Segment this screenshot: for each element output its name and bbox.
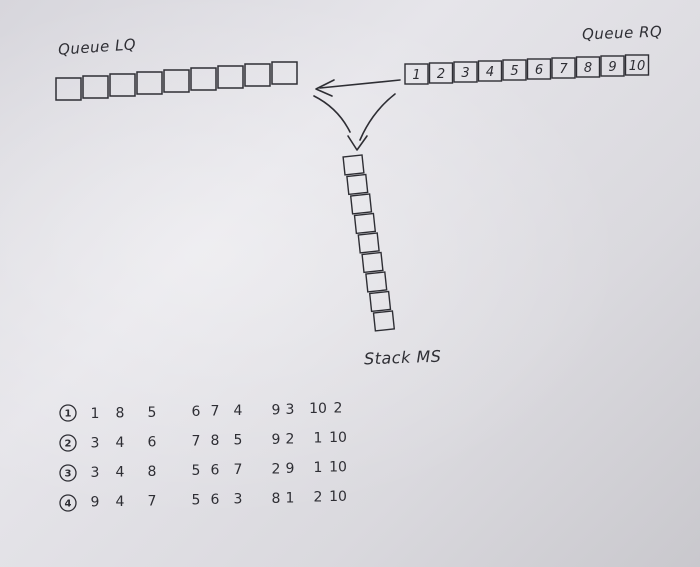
sequence-value: 6 [192, 404, 201, 420]
ms-cell [372, 310, 396, 332]
sequence-value: 9 [272, 432, 281, 448]
sequence-value: 2 [286, 431, 295, 447]
ms-cell [346, 173, 369, 196]
lq-cell [190, 67, 217, 91]
sequence-value: 6 [148, 434, 157, 450]
sequence-value: 8 [116, 405, 125, 421]
sequence-value: 1 [314, 460, 323, 476]
sequence-value: 10 [309, 401, 327, 417]
row-number-circle [59, 494, 77, 512]
ms-cell [368, 290, 392, 313]
sequence-value: 1 [286, 490, 295, 506]
sequence-value: 10 [329, 489, 347, 505]
rq-cell [453, 61, 478, 83]
rq-cell-label: 2 [437, 67, 445, 82]
queue-lq [55, 61, 298, 101]
lq-cell [55, 77, 82, 101]
sequence-value: 9 [91, 495, 100, 511]
lq-cell [217, 65, 244, 89]
sequence-value: 2 [334, 401, 343, 417]
sequence-value: 3 [91, 465, 100, 481]
sequence-value: 7 [148, 493, 157, 509]
stack-ms [342, 154, 396, 332]
rq-cell [526, 58, 552, 80]
ms-cell [353, 212, 377, 235]
rq-cell [428, 62, 454, 84]
row-number: 2 [65, 439, 72, 450]
rq-cell [600, 55, 625, 77]
branch-right [359, 93, 396, 141]
sequence-value: 9 [286, 461, 295, 477]
sequence-value: 4 [116, 494, 125, 510]
sequence-value: 8 [148, 464, 157, 480]
sequence-value: 2 [314, 490, 323, 506]
row-number: 1 [65, 409, 72, 420]
lq-cell [82, 75, 109, 99]
row-number-circle [59, 464, 77, 482]
sequence-value: 7 [192, 434, 201, 450]
lq-cell [136, 71, 163, 95]
sequence-value: 3 [91, 436, 100, 452]
sequence-value: 6 [211, 492, 220, 508]
sequence-value: 9 [272, 402, 281, 418]
ms-cell [361, 251, 384, 274]
row-number: 3 [65, 469, 72, 480]
rq-cell [404, 63, 429, 85]
rq-cell-label: 9 [608, 60, 616, 75]
lq-cell [244, 63, 271, 87]
rq-cell-label: 10 [629, 59, 646, 74]
rq-cell-label: 8 [584, 61, 592, 76]
ms-cell [342, 154, 365, 176]
sequence-value: 2 [272, 461, 281, 477]
rq-cell-label: 4 [486, 65, 494, 80]
sequence-value: 5 [234, 433, 243, 449]
rq-cell [624, 54, 650, 76]
ms-cell [357, 232, 380, 254]
sequence-value: 7 [234, 462, 243, 478]
row-number-circle [59, 404, 77, 422]
sequence-value: 4 [234, 403, 243, 419]
arrow-rq-to-lq [319, 79, 401, 89]
branch-left [313, 95, 351, 133]
lq-cell [163, 69, 190, 93]
sequence-value: 10 [329, 430, 347, 446]
sequence-value: 7 [211, 404, 220, 420]
sequence-value: 3 [234, 492, 243, 508]
rq-cell-label: 1 [412, 68, 420, 83]
rq-cell-label: 5 [510, 64, 518, 79]
sequence-value: 1 [91, 406, 100, 422]
sequence-value: 5 [192, 493, 201, 509]
row-number: 4 [65, 499, 72, 510]
rq-cell [502, 59, 527, 81]
rq-cell [551, 57, 576, 79]
sequence-value: 5 [192, 463, 201, 479]
arrow-head-ms [347, 135, 368, 151]
rq-cell [477, 60, 503, 82]
rq-cell-label: 7 [559, 62, 568, 77]
sequence-value: 6 [211, 463, 220, 479]
queue-rq: 1 2 3 4 5 6 7 8 9 10 [404, 54, 650, 85]
rq-cell [575, 56, 601, 78]
ms-cell [365, 271, 388, 293]
sequence-value: 8 [272, 491, 281, 507]
sequence-value: 8 [211, 433, 220, 449]
sequence-value: 3 [286, 402, 295, 418]
sequence-value: 10 [329, 460, 347, 476]
sequence-value: 4 [116, 435, 125, 451]
ms-cell [349, 193, 373, 215]
sequence-value: 5 [148, 405, 157, 421]
rq-cell-label: 6 [535, 63, 543, 78]
rq-cell-label: 3 [461, 66, 469, 81]
sequence-value: 4 [116, 464, 125, 480]
lq-cell [109, 73, 136, 97]
row-number-circle [59, 434, 77, 452]
arrow-head-lq [315, 79, 335, 97]
lq-cell [271, 61, 298, 85]
sequence-value: 1 [314, 431, 323, 447]
